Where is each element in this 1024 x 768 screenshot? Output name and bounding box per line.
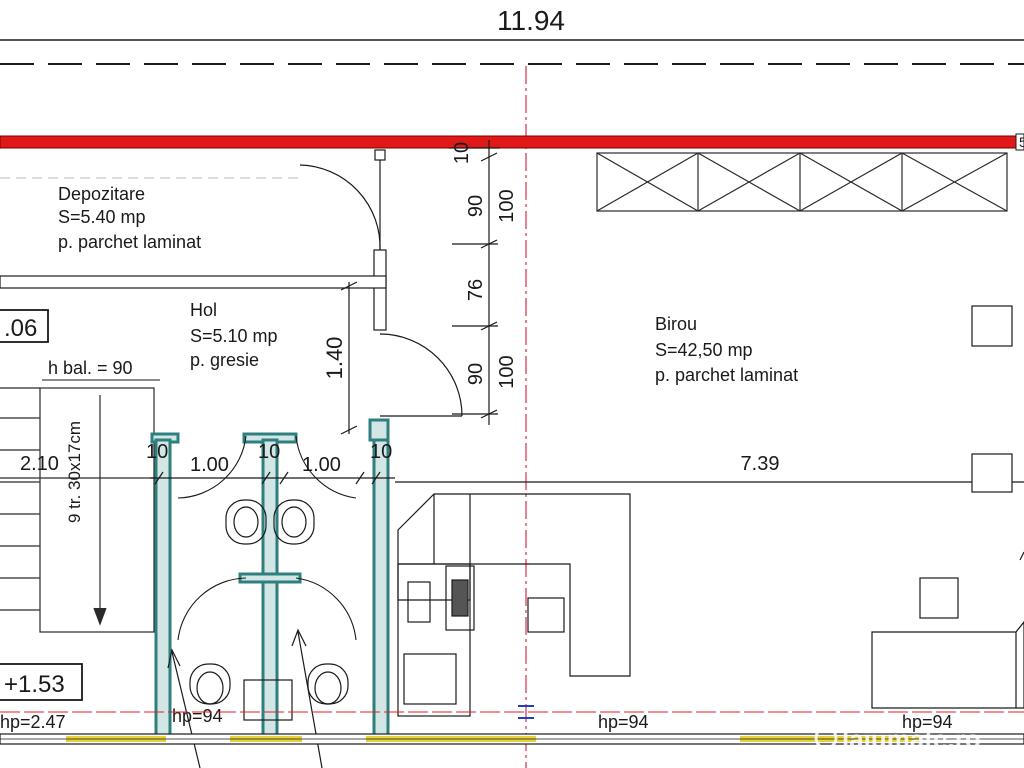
- overall-dimension: 11.94: [0, 5, 1024, 41]
- hp-wc: hp=94: [172, 706, 223, 726]
- watermark-text: lajumate.ro: [842, 724, 981, 754]
- depozitare-name: Depozitare: [58, 184, 145, 204]
- birou-name: Birou: [655, 314, 697, 334]
- hol-door: [379, 333, 463, 417]
- hol-height-label: 1.40: [322, 337, 347, 380]
- columns: [919, 305, 1013, 619]
- exterior-wall-end: [1015, 133, 1024, 151]
- vertical-dimension-chain: [449, 140, 500, 425]
- room-number-box: [0, 309, 49, 343]
- hol-area: S=5.10 mp: [190, 326, 278, 346]
- dim-100-b: 100: [496, 355, 518, 388]
- sinks: [225, 499, 315, 545]
- hp-mid: hp=94: [598, 712, 649, 732]
- hol-height-dimension: [340, 281, 358, 435]
- exterior-wall-red: [0, 135, 1017, 149]
- watermark: lajumate.ro: [814, 724, 981, 754]
- depozitare-label: Depozitare S=5.40 mp p. parchet laminat: [58, 184, 201, 252]
- desk: [871, 551, 1024, 709]
- birou-area: S=42,50 mp: [655, 340, 753, 360]
- partition-walls: [150, 418, 390, 738]
- depozitare-floor: p. parchet laminat: [58, 232, 201, 252]
- bottom-exterior-wall: [0, 733, 1024, 745]
- hol-name: Hol: [190, 300, 217, 320]
- birou-label: Birou S=42,50 mp p. parchet laminat: [655, 314, 798, 385]
- dim-100-a: 100: [496, 189, 518, 222]
- door-1-00-a: 1.00: [190, 454, 229, 476]
- overall-width-label: 11.94: [497, 5, 565, 36]
- toilets: [167, 628, 349, 768]
- stair-width: 2.10: [20, 453, 59, 475]
- stair-steps: 9 tr. 30x17cm: [65, 421, 84, 523]
- door-1-00-b: 1.00: [302, 454, 341, 476]
- level-mark: +1.53: [4, 671, 65, 698]
- right-edge-digit: 5: [1019, 134, 1024, 150]
- dim-90-b: 90: [465, 363, 487, 385]
- hol-top-wall: [0, 275, 387, 289]
- hol-width-dimension: [150, 471, 395, 485]
- birou-width-label: 7.39: [741, 453, 780, 475]
- dim-10-top: 10: [451, 142, 473, 164]
- hp-right: hp=94: [902, 712, 953, 732]
- wall-10-c: 10: [370, 441, 392, 463]
- wall-10-b: 10: [258, 441, 280, 463]
- parapet-height: h bal. = 90: [48, 358, 133, 378]
- hp-left: hp=2.47: [0, 712, 66, 732]
- birou-floor: p. parchet laminat: [655, 365, 798, 385]
- dim-90-a: 90: [465, 195, 487, 217]
- dim-76: 76: [465, 279, 487, 301]
- depozitare-door: [299, 149, 387, 331]
- kitchen-furniture: [397, 493, 631, 717]
- level-mark-box: [0, 663, 83, 701]
- depozitare-area: S=5.40 mp: [58, 207, 146, 227]
- hol-label: Hol S=5.10 mp p. gresie: [190, 300, 278, 370]
- shelving-rack: [596, 152, 1008, 212]
- wall-10-a: 10: [146, 441, 168, 463]
- wc-doors: [177, 435, 357, 641]
- room-number: .06: [4, 315, 37, 342]
- hol-floor: p. gresie: [190, 350, 259, 370]
- staircase: [0, 387, 160, 633]
- axis-mark: [518, 705, 534, 719]
